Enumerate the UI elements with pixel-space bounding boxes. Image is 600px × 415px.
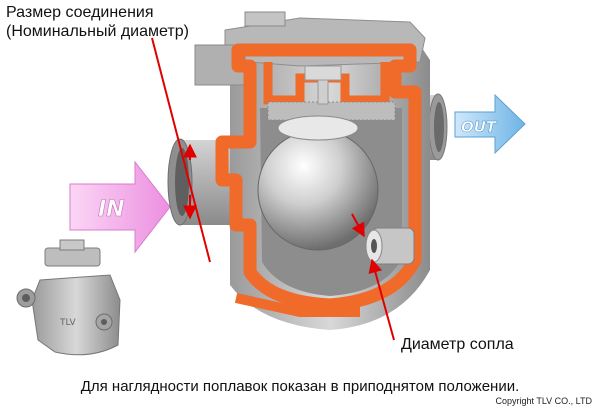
copyright-notice: Copyright TLV CO., LTD (495, 396, 592, 406)
product-photo: TLV (16, 239, 134, 362)
connection-size-label-line1: Размер соединения (6, 4, 154, 21)
caption: Для наглядности поплавок показан в припо… (80, 378, 520, 395)
orifice-seat (365, 227, 415, 265)
out-arrow-text: OUT (461, 118, 498, 136)
connection-size-label-line2: (Номинальный диаметр) (6, 23, 189, 40)
air-vent (304, 65, 342, 105)
orifice-diameter-pointer (351, 213, 395, 341)
screen-filter (267, 101, 396, 121)
in-arrow-text: IN (98, 197, 125, 222)
in-arrow: IN (69, 160, 171, 254)
orifice-diameter-label: Диаметр сопла (401, 336, 514, 353)
out-arrow: OUT (454, 93, 526, 155)
float-ball (257, 115, 379, 251)
svg-text:TLV: TLV (59, 318, 77, 328)
connection-size-pointer (151, 37, 211, 263)
